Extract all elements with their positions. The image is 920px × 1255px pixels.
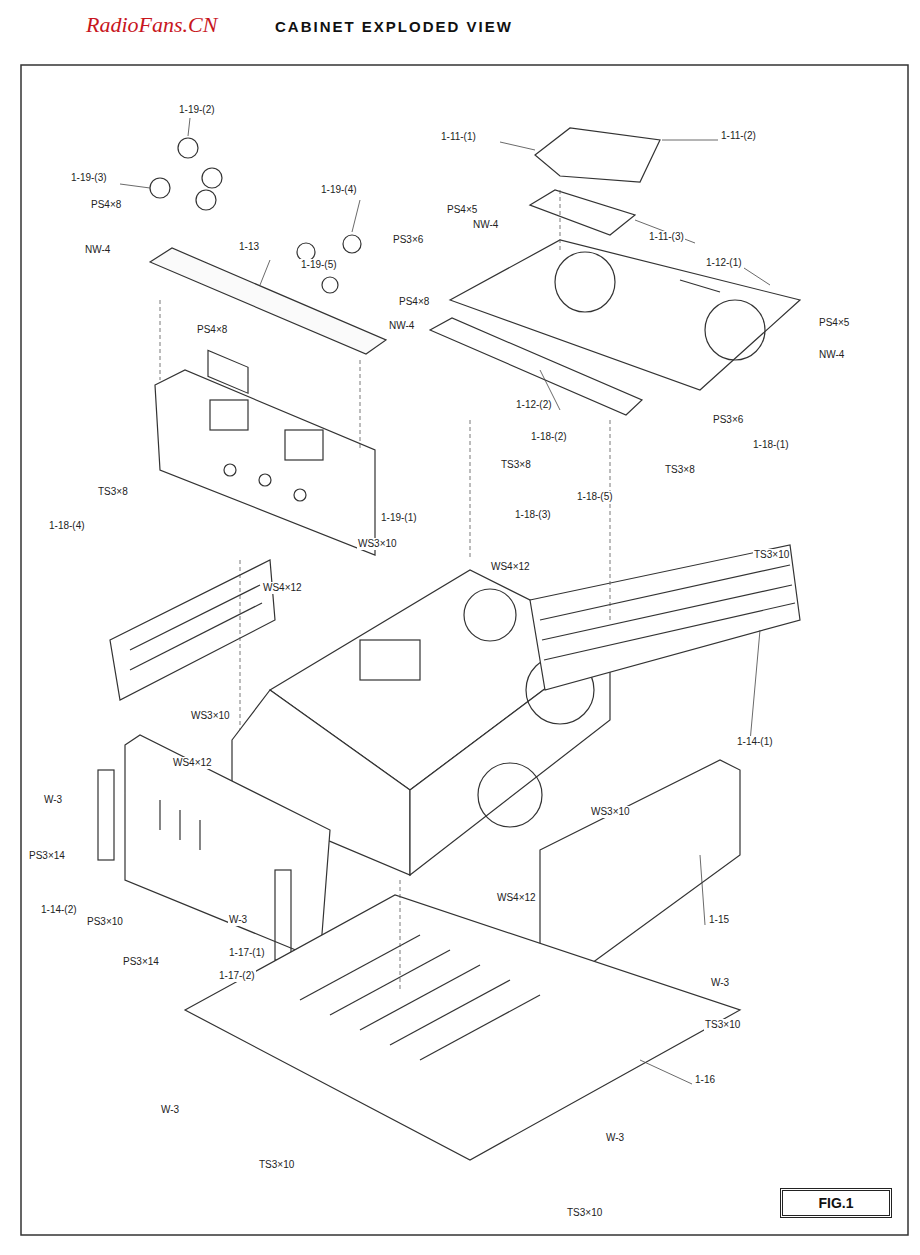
callout-label: 1-11-(3) <box>648 231 685 243</box>
callout-label: PS3×10 <box>86 916 124 928</box>
callout-label: PS4×8 <box>398 296 430 308</box>
callout-label: TS3×10 <box>704 1019 741 1031</box>
callout-label: PS3×14 <box>122 956 160 968</box>
callout-label: PS3×6 <box>712 414 744 426</box>
callout-label: WS3×10 <box>590 806 631 818</box>
callout-label: W-3 <box>228 914 248 926</box>
callout-label: 1-18-(2) <box>530 431 568 443</box>
callout-label: PS4×5 <box>818 317 850 329</box>
callout-label: 1-17-(2) <box>218 970 256 982</box>
callout-label: TS3×10 <box>753 549 790 561</box>
callout-label: WS4×12 <box>262 582 303 594</box>
callout-label: NW-4 <box>84 244 111 256</box>
callout-label: 1-15 <box>708 914 730 926</box>
callout-label: TS3×10 <box>566 1207 603 1219</box>
callout-label: 1-18-(5) <box>576 491 614 503</box>
figure-box: FIG.1 <box>780 1188 892 1218</box>
callout-label: WS4×12 <box>490 561 531 573</box>
callout-label: 1-19-(1) <box>380 512 418 524</box>
callout-label: NW-4 <box>388 320 415 332</box>
callout-label: PS4×5 <box>446 204 478 216</box>
callout-label: WS4×12 <box>496 892 537 904</box>
callout-label: 1-19-(5) <box>300 259 338 271</box>
callout-label: WS3×10 <box>357 538 398 550</box>
callout-label: 1-11-(1) <box>440 131 477 143</box>
callout-label: 1-14-(2) <box>40 904 78 916</box>
watermark: RadioFans.CN <box>85 12 218 38</box>
callout-label: W-3 <box>160 1104 180 1116</box>
callout-label: W-3 <box>43 794 63 806</box>
callout-label: 1-11-(2) <box>720 130 757 142</box>
callout-label: 1-12-(2) <box>515 399 553 411</box>
callout-label: PS3×6 <box>392 234 424 246</box>
callout-label: WS4×12 <box>172 757 213 769</box>
callout-label: 1-14-(1) <box>736 736 774 748</box>
callout-label: 1-19-(3) <box>70 172 108 184</box>
callout-label: TS3×8 <box>97 486 129 498</box>
callout-label: 1-16 <box>694 1074 716 1086</box>
callout-label: 1-18-(3) <box>514 509 552 521</box>
callout-label: 1-18-(4) <box>48 520 86 532</box>
callout-label: 1-12-(1) <box>705 257 743 269</box>
callout-label: TS3×8 <box>500 459 532 471</box>
figure-label: FIG.1 <box>818 1195 853 1211</box>
callout-label: WS3×10 <box>190 710 231 722</box>
callout-label: 1-18-(1) <box>752 439 790 451</box>
callout-label: TS3×10 <box>258 1159 295 1171</box>
callout-label: NW-4 <box>472 219 499 231</box>
callout-label: W-3 <box>710 977 730 989</box>
callout-label: 1-19-(4) <box>320 184 358 196</box>
page-title: CABINET EXPLODED VIEW <box>275 18 513 35</box>
callout-label: 1-19-(2) <box>178 104 216 116</box>
callout-label: NW-4 <box>818 349 845 361</box>
callout-label: 1-17-(1) <box>228 947 266 959</box>
callout-label: 1-13 <box>238 241 260 253</box>
callout-label: W-3 <box>605 1132 625 1144</box>
callout-label: PS4×8 <box>196 324 228 336</box>
callout-label: TS3×8 <box>664 464 696 476</box>
callout-label: PS4×8 <box>90 199 122 211</box>
callout-label: PS3×14 <box>28 850 66 862</box>
